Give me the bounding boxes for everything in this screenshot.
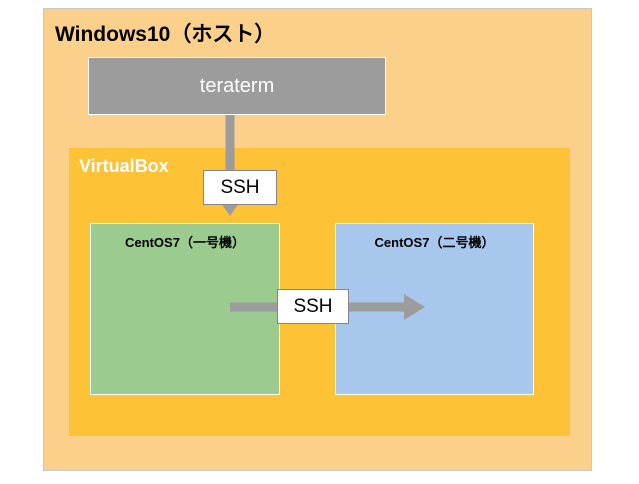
host-title-label: Windows10（ホスト） [55, 23, 276, 46]
teraterm-label: teraterm [199, 74, 275, 97]
ssh-label-host-to-guest1: SSH [203, 170, 277, 205]
virtualbox-title-label: VirtualBox [79, 156, 169, 176]
guest-node-centos7-1: CentOS7（一号機） [90, 223, 280, 395]
teraterm-node: teraterm [88, 57, 386, 115]
guest-label-centos7-1: CentOS7（一号機） [125, 235, 245, 250]
guest-node-centos7-2: CentOS7（二号機） [335, 223, 534, 395]
guest-label-centos7-2: CentOS7（二号機） [374, 235, 495, 250]
ssh-label-guest1-to-guest2: SSH [277, 289, 349, 324]
